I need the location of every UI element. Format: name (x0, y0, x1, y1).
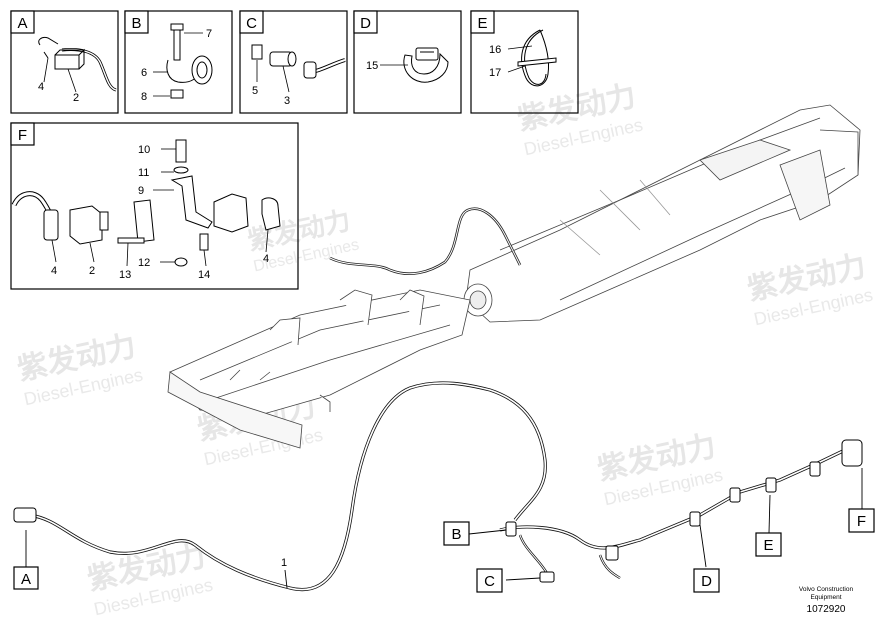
part-label: 14 (198, 269, 210, 281)
box-letter-a: A (17, 15, 27, 32)
callout-b: B (443, 521, 470, 546)
connector (841, 439, 863, 467)
part-label: 17 (489, 67, 501, 79)
part-label: 9 (138, 185, 144, 197)
box-letter-e: E (477, 15, 487, 32)
part-label: 2 (73, 92, 79, 104)
part-label: 15 (366, 60, 378, 72)
callout-f: F (848, 508, 875, 533)
part-label: 8 (141, 91, 147, 103)
connector-drawing (38, 37, 117, 92)
main-part-label: 1 (281, 557, 287, 569)
connector (13, 507, 37, 523)
drawing-number: 1072920 (807, 604, 846, 615)
clip-drawing (403, 47, 449, 83)
cable-tie-drawing (517, 29, 557, 87)
part-label: 12 (138, 257, 150, 269)
detail-box-b: B 7 6 8 (124, 10, 233, 114)
part-label: 13 (119, 269, 131, 281)
callout-label: F (857, 513, 866, 530)
part-label: 6 (141, 67, 147, 79)
box-letter-frame (10, 10, 35, 34)
part-label: 3 (284, 95, 290, 107)
machine-frame (167, 104, 861, 449)
clip (729, 487, 741, 503)
clip (809, 461, 821, 477)
bracket-assembly-drawing (11, 139, 281, 267)
callout-label: A (21, 571, 31, 588)
harness-connectors (13, 439, 863, 583)
part-label: 4 (263, 253, 269, 265)
footer-brand-line2: Equipment (810, 594, 841, 601)
part-label: 7 (206, 28, 212, 40)
box-letter-c: C (246, 15, 257, 32)
box-letter-d: D (360, 15, 371, 32)
callout-d: D (693, 568, 720, 593)
callout-label: D (701, 573, 712, 590)
footer-brand-line1: Volvo Construction (799, 586, 854, 593)
leader-lines (25, 468, 863, 589)
part-label: 10 (138, 144, 150, 156)
clip (605, 545, 619, 561)
clip (765, 477, 777, 493)
detail-box-f: F 10 11 9 4 2 13 12 (10, 122, 299, 290)
footer: Volvo Construction Equipment 1072920 (799, 586, 854, 615)
part-label: 4 (51, 265, 57, 277)
part-label: 4 (38, 81, 44, 93)
detail-box-e: E 16 17 (470, 10, 579, 114)
part-label: 11 (138, 167, 149, 179)
sensor-drawing (251, 44, 346, 79)
box-letter-f: F (18, 127, 27, 144)
callout-c: C (476, 568, 503, 593)
callout-label: E (763, 537, 773, 554)
callout-a: A (13, 566, 39, 590)
part-label: 16 (489, 44, 501, 56)
detail-box-d: D 15 (353, 10, 462, 114)
callout-e: E (755, 532, 782, 557)
part-label: 2 (89, 265, 95, 277)
part-label: 5 (252, 85, 258, 97)
detail-box-a: A 4 2 (10, 10, 119, 114)
callout-label: C (484, 573, 495, 590)
cable-harness (29, 207, 846, 592)
callout-label: B (451, 526, 461, 543)
detail-box-c: C 5 3 (239, 10, 348, 114)
bolt-clamp-drawing (166, 23, 213, 99)
clip (689, 511, 701, 527)
connector (539, 571, 555, 583)
box-letter-b: B (131, 15, 141, 32)
clip (505, 521, 517, 537)
